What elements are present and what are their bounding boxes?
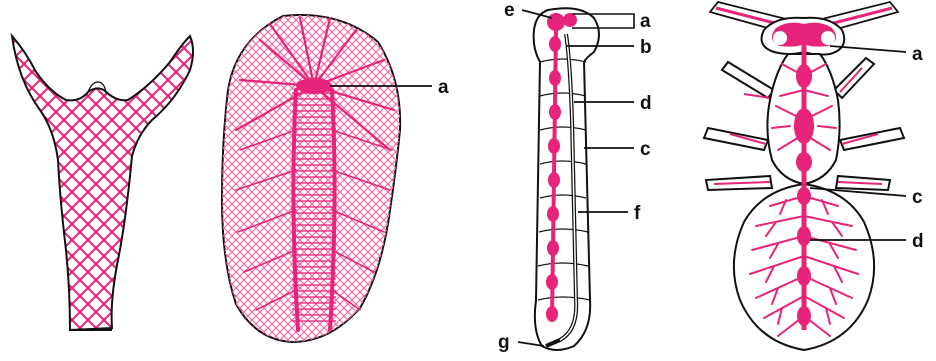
earthworm-label-f: f xyxy=(634,203,641,224)
hydra-body-outline xyxy=(12,36,193,330)
earthworm-label-d: d xyxy=(640,93,652,114)
earthworm-label-g: g xyxy=(498,332,510,353)
earthworm-label-e: e xyxy=(504,0,515,21)
insect-label-d: d xyxy=(912,231,924,252)
earthworm-label-c: c xyxy=(640,139,651,160)
insect-figure: a c d xyxy=(704,2,924,350)
insect-leader-a xyxy=(830,46,906,52)
earthworm-figure: a e b d c f g xyxy=(498,0,652,353)
earthworm-label-b: b xyxy=(640,37,652,58)
insect-label-c: c xyxy=(912,187,923,208)
planarian-figure: a xyxy=(210,0,449,350)
earthworm-cerebral-ganglion xyxy=(547,13,565,31)
insect-label-a: a xyxy=(912,44,923,65)
earthworm-label-a: a xyxy=(640,11,651,32)
hydra-figure xyxy=(12,36,193,330)
planarian-brain-ganglion xyxy=(296,78,332,94)
planarian-label-a: a xyxy=(438,77,449,98)
